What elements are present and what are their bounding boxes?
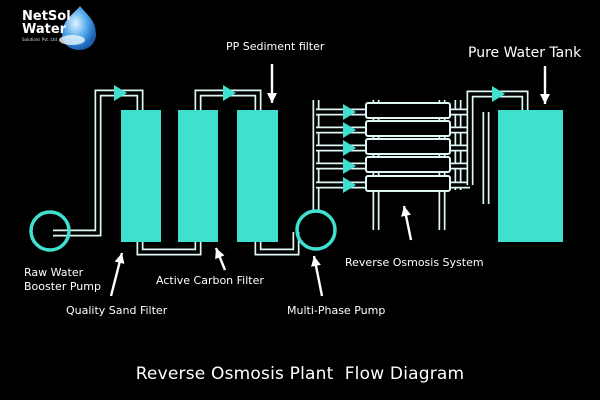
label-pure-water-tank: Pure Water Tank [468,45,582,61]
flow-arrow-6 [343,177,356,193]
pipe-pp-to-mpp-inner [256,232,298,254]
flow-arrow-3 [343,122,356,138]
pointer-multi-phase-head [311,256,321,267]
flow-arrow-5 [343,158,356,174]
pure-water-tank [498,110,563,242]
label-active-carbon-filter: Active Carbon Filter [156,274,264,287]
flow-arrow-1 [223,85,236,101]
label-multi-phase-pump: Multi-Phase Pump [287,304,386,317]
pointer-pure-tank-head [540,94,550,104]
components [29,102,563,252]
flow-arrows [114,85,505,193]
ro-membrane-1 [365,120,451,137]
diagram-title: Reverse Osmosis Plant Flow Diagram [135,364,465,384]
flow-arrow-7 [492,86,505,102]
water-drop-logo-icon [59,6,96,50]
ro-membrane-3 [365,156,451,173]
active-carbon-filter [178,110,218,242]
label-raw-water-booster-pump: Raw Water Booster Pump [24,266,101,293]
multi-phase-pump [295,209,337,251]
pointer-arrows [109,64,550,297]
pp-sediment-filter [237,110,278,242]
quality-sand-filter [121,110,161,242]
pointer-active-carbon-head [215,248,225,260]
logo-tagline: Solutions Pvt. Ltd. [22,37,59,42]
flow-arrow-4 [343,140,356,156]
ro-membrane-2 [365,138,451,155]
flow-arrow-2 [343,104,356,120]
pointer-pp-sediment-head [267,93,277,103]
label-pp-sediment-filter: PP Sediment filter [226,40,325,53]
logo-name: NetSol Water [22,9,71,37]
raw-water-booster-pump [29,210,71,252]
pipe-sand-to-carbon-inner [138,242,200,254]
pipe-booster-to-sand-inner [53,91,142,235]
pointer-quality-sand-head [114,253,125,264]
label-quality-sand-filter: Quality Sand Filter [66,304,168,317]
ro-membrane-4 [365,175,451,192]
label-reverse-osmosis-system: Reverse Osmosis System [345,256,484,269]
ro-membrane-0 [365,102,451,119]
flow-arrow-0 [114,85,127,101]
pointer-ro-system-head [401,206,411,217]
